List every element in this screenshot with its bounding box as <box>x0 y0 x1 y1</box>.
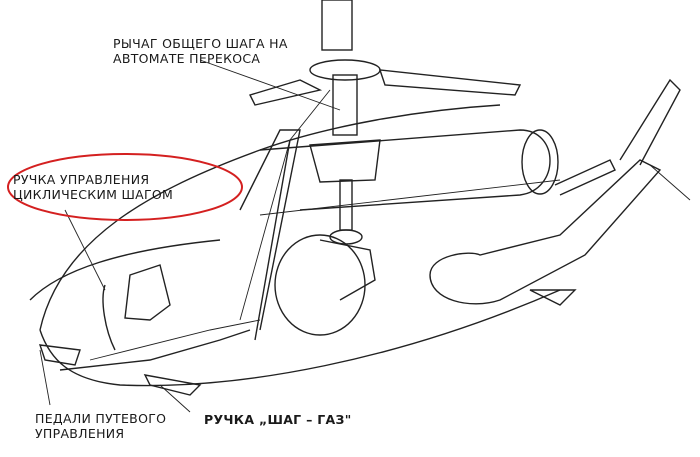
leader-pitch-throttle <box>159 384 191 413</box>
cyclic-stick <box>102 284 116 351</box>
tail-boom-cylinder <box>259 129 551 211</box>
tail-rotor-shaft <box>649 164 691 201</box>
fuselage-bottom-outline <box>39 289 561 387</box>
tail-stabilizer <box>529 289 577 306</box>
canopy-line <box>29 239 221 301</box>
control-frame-left <box>239 129 301 331</box>
label-line: РЫЧАГ ОБЩЕГО ШАГА НА <box>113 36 288 51</box>
tail-rotor-blade-top <box>619 78 681 166</box>
swashplate-column <box>332 74 358 136</box>
cylinder-end <box>521 129 559 195</box>
rotor-blade-right <box>378 69 522 96</box>
fuselage-top-outline <box>39 104 501 331</box>
seat <box>124 264 171 321</box>
label-pitch-throttle: РУЧКА „ШАГ – ГАЗ" <box>204 412 352 427</box>
leader-pedals <box>39 349 51 406</box>
engine-housing <box>319 239 376 301</box>
leader-collective <box>199 59 341 111</box>
engine <box>274 234 366 336</box>
long-control-rod <box>259 179 561 216</box>
label-line: ЦИКЛИЧЕСКИМ ШАГОМ <box>13 187 174 202</box>
label-line: РУЧКА УПРАВЛЕНИЯ <box>13 172 150 187</box>
label-line: АВТОМАТЕ ПЕРЕКОСА <box>113 51 261 66</box>
pedal-left <box>38 344 81 366</box>
control-rod <box>254 139 291 341</box>
label-line: УПРАВЛЕНИЯ <box>35 426 125 441</box>
rotor-mast <box>321 0 353 51</box>
pedal-linkage <box>59 329 251 371</box>
collective-rod <box>239 89 331 321</box>
rotor-blade-left <box>249 79 323 106</box>
pitch-throttle-lever <box>143 374 202 396</box>
label-cyclic-stick: РУЧКА УПРАВЛЕНИЯ ЦИКЛИЧЕСКИМ ШАГОМ <box>13 172 173 202</box>
leader-cyclic <box>64 209 106 291</box>
tail-fin-assembly <box>429 159 662 305</box>
label-collective-lever: РЫЧАГ ОБЩЕГО ШАГА НА АВТОМАТЕ ПЕРЕКОСА <box>113 36 288 66</box>
linkage-rod <box>89 319 261 361</box>
label-pedals: ПЕДАЛИ ПУТЕВОГО УПРАВЛЕНИЯ <box>35 411 166 441</box>
rotor-hub <box>309 59 381 81</box>
highlight-ellipse <box>7 153 243 221</box>
gearbox <box>309 139 381 183</box>
tail-rotor-blade-left <box>554 159 616 196</box>
label-line: ПЕДАЛИ ПУТЕВОГО <box>35 411 167 426</box>
